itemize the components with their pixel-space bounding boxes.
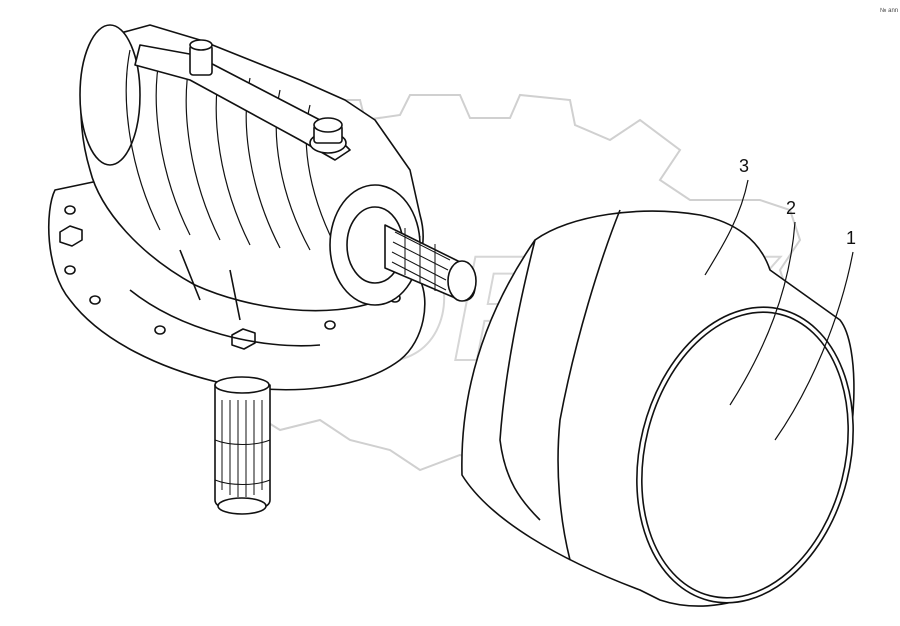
callout-2: 2	[786, 198, 796, 218]
flange-bolt-left	[59, 225, 83, 247]
housing-inner-edge	[129, 249, 321, 347]
top-clamp-strap	[134, 44, 351, 161]
top-bolt-2	[309, 117, 347, 154]
cover-rim-inner	[641, 311, 849, 599]
side-shaft-splines	[391, 228, 451, 291]
leader-3	[704, 179, 749, 276]
gearbox-assembly	[47, 24, 477, 515]
cover-seam	[557, 209, 621, 561]
leader-1	[774, 251, 854, 441]
part-3-cover	[461, 209, 855, 607]
callout-leaders	[704, 179, 854, 441]
gearbox-end-cap	[79, 24, 141, 166]
leader-2	[729, 221, 796, 406]
cover-rim-outer	[636, 306, 854, 604]
corner-note: № ann	[880, 7, 898, 14]
top-bolt-1	[189, 39, 213, 76]
vertical-shaft-splines	[214, 400, 271, 497]
callout-3: 3	[739, 156, 749, 176]
cover-back-edge	[499, 239, 541, 521]
flange-holes	[64, 205, 401, 335]
callout-1: 1	[846, 228, 856, 248]
